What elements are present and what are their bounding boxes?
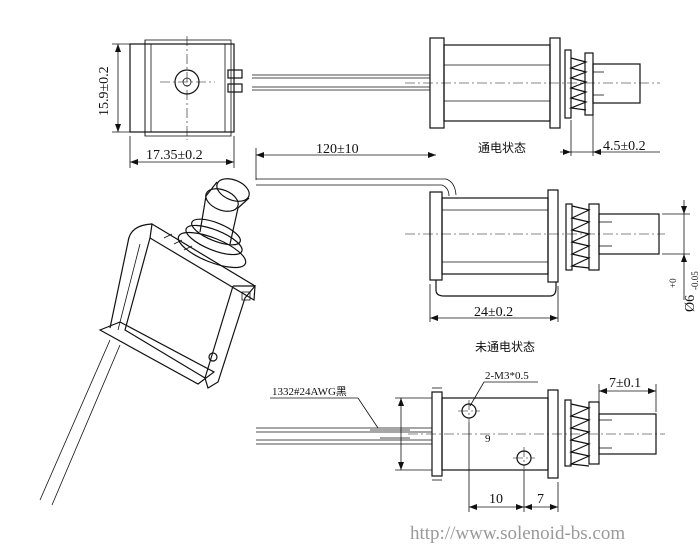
label-pin-number: 9	[485, 433, 491, 445]
label-height-front: 15.9±0.2	[97, 66, 112, 116]
dimension-plunger-length	[598, 384, 657, 412]
label-width-front: 17.35±0.2	[146, 148, 203, 163]
dimension-body-length	[429, 284, 559, 322]
side-view-de-energized	[256, 178, 665, 297]
leader-screw-holes	[469, 381, 538, 407]
dimension-plunger-diameter	[662, 200, 690, 300]
side-view-mounting	[256, 387, 665, 481]
label-hole-offset: 7	[537, 492, 544, 507]
label-plunger-diameter-tol-top: +0	[668, 278, 678, 288]
label-plunger-diameter: Ø6	[683, 295, 698, 312]
label-screw-holes: 2-M3*0.5	[485, 370, 529, 382]
spring-mounting	[564, 399, 600, 467]
front-view	[129, 36, 243, 140]
dimension-lead-length	[255, 148, 436, 180]
label-de-energized-state: 未通电状态	[475, 340, 535, 354]
leader-wire-spec	[270, 397, 379, 429]
dimension-hole-spacing	[468, 422, 559, 512]
label-wire-spec: 1332#24AWG黑	[272, 385, 347, 398]
label-plunger-offset: 4.5±0.2	[603, 139, 646, 154]
mounting-hole-lower	[513, 447, 535, 469]
mounting-hole-upper	[458, 400, 480, 422]
label-plunger-length: 7±0.1	[609, 376, 641, 391]
label-energized-state: 通电状态	[478, 141, 526, 155]
dimension-mounting-height	[395, 397, 432, 471]
label-lead-length: 120±10	[316, 142, 359, 157]
label-hole-spacing: 10	[489, 492, 503, 507]
spring-de-energized	[565, 203, 600, 271]
dimension-width-front	[129, 136, 235, 168]
dimension-height-front	[112, 43, 144, 133]
isometric-view	[39, 178, 257, 506]
label-plunger-diameter-tol-bottom: -0.05	[690, 271, 700, 290]
watermark: http://www.solenoid-bs.com	[410, 523, 625, 544]
label-body-length: 24±0.2	[474, 305, 513, 320]
spring-energized	[564, 49, 594, 119]
side-view-energized	[252, 37, 660, 129]
dimension-plunger-offset	[560, 108, 660, 156]
